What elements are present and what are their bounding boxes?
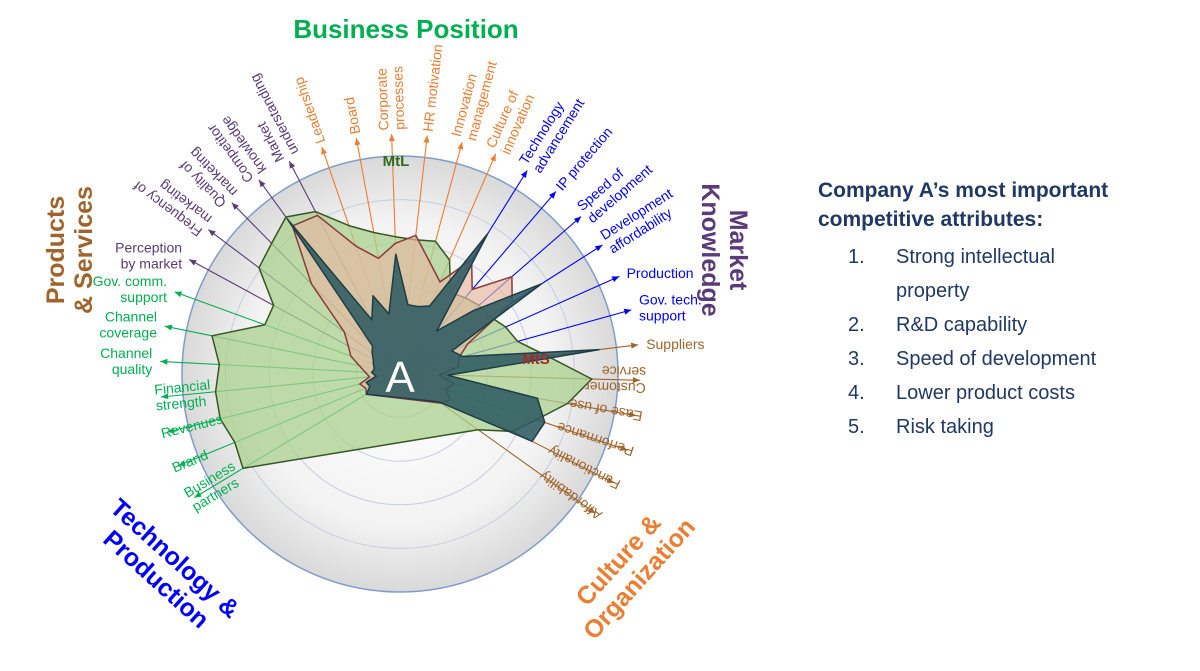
group-title: Business Position	[293, 14, 518, 44]
series-label: MtS	[522, 351, 550, 368]
axis-arrow	[620, 445, 628, 451]
svg-text:Corporateprocesses: Corporateprocesses	[373, 66, 407, 131]
svg-text:Gov. comm.support: Gov. comm.support	[93, 273, 168, 305]
axis-arrow	[594, 245, 603, 252]
list-item-number: 4.	[848, 382, 865, 404]
group-title: Technology &Production	[86, 494, 245, 645]
axis-label: Gov. tech.support	[639, 292, 702, 324]
axis-arrow	[611, 276, 620, 282]
list-item-text: Speed of development	[896, 348, 1097, 370]
axis-arrow	[208, 229, 216, 237]
svg-text:Production: Production	[627, 265, 694, 281]
axis-arrow	[289, 161, 296, 169]
axis-label: Corporateprocesses	[373, 66, 407, 131]
svg-text:Customerservice: Customerservice	[584, 363, 646, 397]
list-item: 3. Speed of development	[818, 342, 1188, 376]
axis-arrow	[606, 477, 614, 483]
axis-arrow	[194, 491, 202, 498]
axis-arrow	[167, 427, 175, 434]
group-title: Products& Services	[42, 186, 98, 314]
list-item-text: Lower product costs	[896, 382, 1075, 404]
axis-label: Suppliers	[646, 336, 704, 352]
svg-text:Board: Board	[341, 96, 364, 136]
axis-arrow	[623, 308, 632, 315]
svg-text:HR motivation: HR motivation	[420, 43, 446, 132]
axis-arrow	[630, 342, 639, 349]
axis-arrow	[457, 142, 464, 150]
series-label: A	[385, 353, 415, 402]
list-item-number: 5.	[848, 416, 865, 438]
list-item: 2. R&D capability	[818, 308, 1188, 342]
side-panel: Company A’s most important competitive a…	[818, 176, 1188, 444]
svg-text:Suppliers: Suppliers	[646, 336, 704, 352]
list-item-text-continued: property	[896, 280, 970, 302]
axis-arrow	[632, 377, 640, 384]
list-item-number: 1.	[848, 246, 865, 268]
list-item: 5. Risk taking	[818, 410, 1188, 444]
axis-arrow	[423, 135, 430, 143]
axis-arrow	[354, 138, 361, 146]
list-item-number: 2.	[848, 314, 865, 336]
axis-arrow	[178, 460, 186, 466]
axis-label: Board	[341, 96, 364, 136]
axis-arrow	[490, 153, 496, 162]
axis-label: Production	[627, 265, 694, 281]
list-item: 4. Lower product costs	[818, 376, 1188, 410]
svg-text:Leadership: Leadership	[290, 75, 328, 146]
radar-chart: BusinesspartnersBrandRevenuesFinancialst…	[42, 14, 752, 645]
axis-label: Gov. comm.support	[93, 273, 168, 305]
axis-arrow	[174, 291, 183, 298]
axis-arrow	[549, 191, 556, 199]
axis-arrow	[160, 358, 168, 365]
list-item-text: R&D capability	[896, 314, 1028, 336]
group-title: MarketKnowledge	[696, 183, 752, 316]
axis-arrow	[189, 259, 197, 266]
series-label: MtL	[383, 153, 410, 170]
axis-arrow	[520, 170, 528, 178]
axis-arrow	[628, 411, 637, 418]
side-title-line-1: Company A’s most important	[818, 179, 1109, 202]
axis-label: HR motivation	[420, 43, 446, 132]
attribute-list: 1. Strong intellectual property 2. R&D capa…	[818, 240, 1188, 444]
axis-arrow	[161, 393, 169, 400]
axis-arrow	[388, 134, 395, 142]
series-a-area	[286, 218, 600, 443]
axis-arrow	[587, 506, 596, 514]
axis-label: Financialstrength	[154, 376, 213, 413]
axis-arrow	[231, 202, 239, 210]
axis-arrow	[573, 216, 582, 224]
side-title: Company A’s most important competitive a…	[818, 176, 1188, 234]
axis-arrow	[258, 179, 266, 188]
side-title-line-2: competitive attributes:	[818, 208, 1044, 231]
list-item-text: Strong intellectual	[896, 246, 1055, 268]
list-item-number: 3.	[848, 348, 865, 370]
list-item-text: Risk taking	[896, 416, 994, 438]
axis-arrow	[164, 324, 173, 331]
group-title: Culture &Organization	[557, 494, 701, 645]
axis-label: Customerservice	[584, 363, 646, 397]
list-item: 1. Strong intellectual property	[818, 240, 1188, 308]
svg-text:Gov. tech.support: Gov. tech.support	[639, 292, 702, 324]
svg-text:Financialstrength: Financialstrength	[154, 376, 213, 413]
axis-arrow	[321, 147, 327, 155]
axis-label: Leadership	[290, 75, 328, 146]
